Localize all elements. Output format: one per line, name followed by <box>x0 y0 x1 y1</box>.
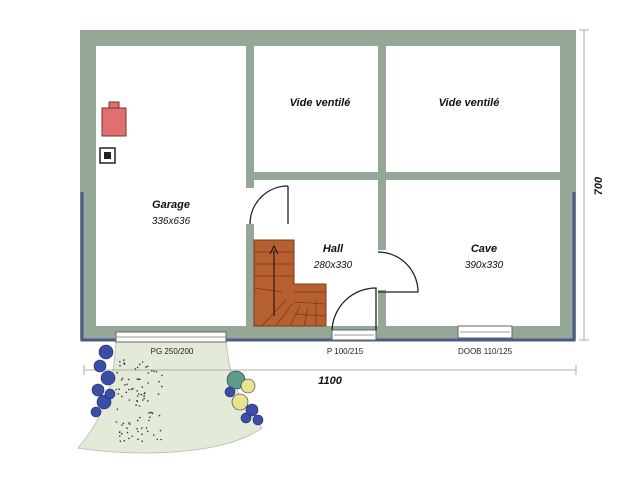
room-size-cave: 390x330 <box>465 260 504 271</box>
garage-floor <box>96 46 246 326</box>
window-label: DOOB 110/125 <box>458 347 513 356</box>
hall-cave-opening <box>376 250 388 290</box>
shrubs-left <box>90 344 116 418</box>
room-label-cave: Cave <box>471 243 497 255</box>
garage-door-label: PG 250/200 <box>151 347 194 356</box>
stair-arrow-icon <box>269 244 279 316</box>
room-label-vide-ventile-1: Vide ventilé <box>290 97 351 109</box>
room-size-garage: 336x636 <box>152 216 191 227</box>
cave-floor <box>386 180 560 326</box>
room-size-hall: 280x330 <box>313 260 353 271</box>
height-dimension: 700 <box>593 176 605 195</box>
width-dimension-line <box>83 365 577 375</box>
vide-ventile-1-floor <box>254 46 378 172</box>
garage-hall-opening <box>244 188 256 224</box>
room-label-vide-ventile-2: Vide ventilé <box>439 97 500 109</box>
staircase[interactable] <box>253 239 327 327</box>
entry-door-swing[interactable] <box>331 287 377 331</box>
room-label-hall: Hall <box>323 243 344 255</box>
garage-hall-door-swing[interactable] <box>249 185 289 225</box>
shrubs-right <box>224 370 264 426</box>
entry-door-label: P 100/215 <box>327 347 364 356</box>
hall-cave-door-swing[interactable] <box>377 251 419 293</box>
room-label-garage: Garage <box>152 199 190 211</box>
width-dimension: 1100 <box>318 375 343 387</box>
boiler-icon <box>101 107 127 137</box>
path-gravel <box>115 359 163 443</box>
wall-outline-left <box>80 192 116 342</box>
height-dimension-line <box>579 29 589 341</box>
vide-ventile-2-floor <box>386 46 560 172</box>
